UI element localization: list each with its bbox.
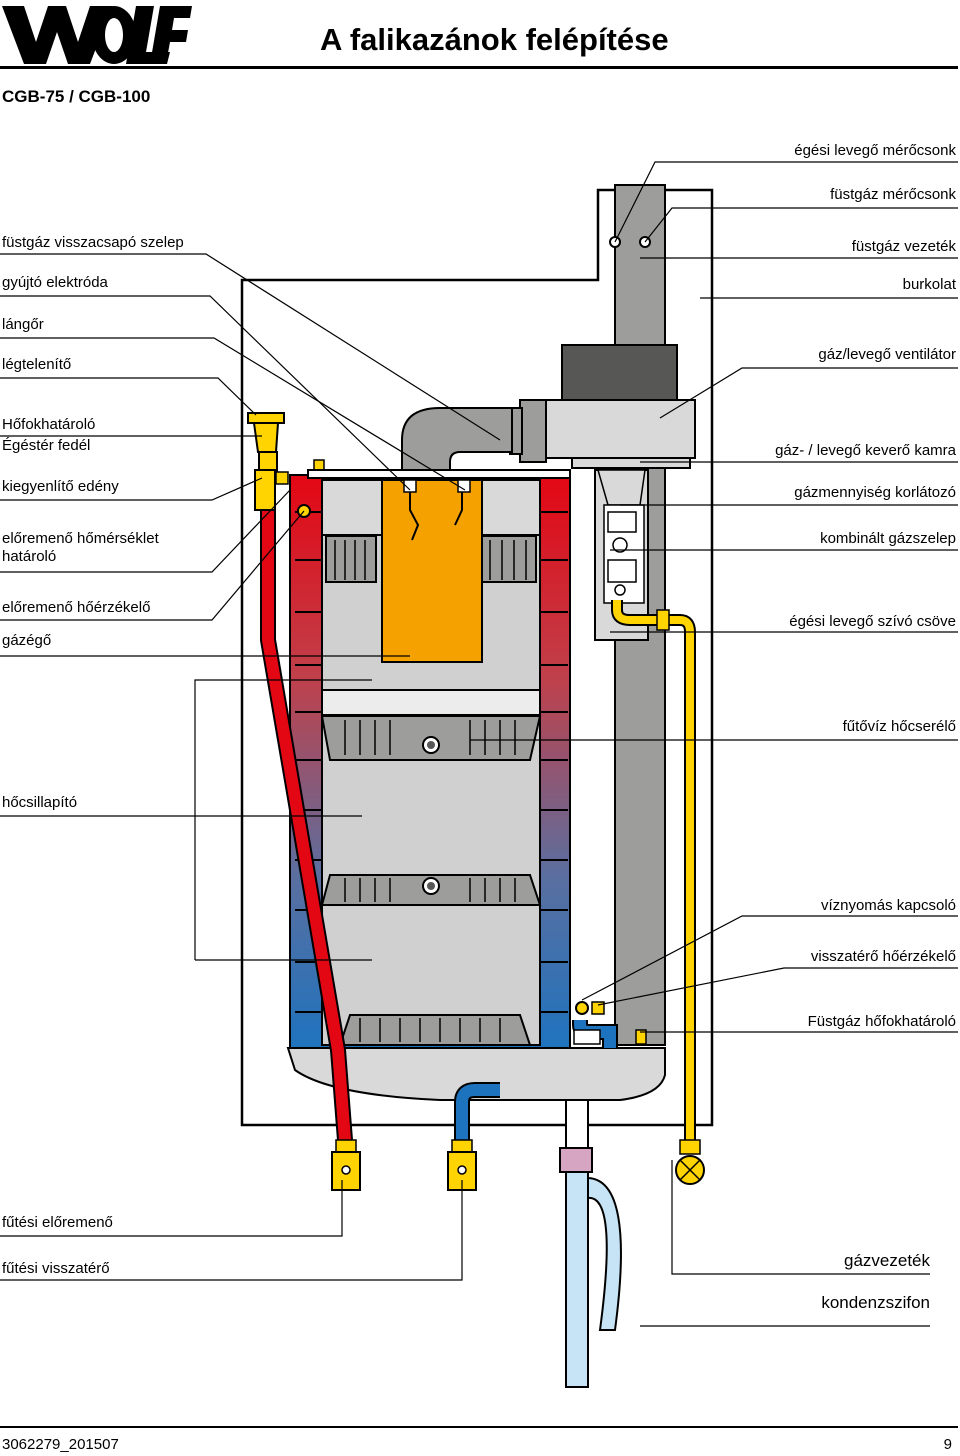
document-number: 3062279_201507 xyxy=(2,1436,119,1453)
label-ignition-electrode: gyújtó elektróda xyxy=(2,274,108,291)
label-heating-return: fűtési visszatérő xyxy=(2,1260,110,1277)
label-flue-thermal-limiter: Füstgáz hőfokhatároló xyxy=(807,1013,956,1030)
label-flame-monitor: lángőr xyxy=(2,316,44,333)
label-return-sensor: visszatérő hőérzékelő xyxy=(810,948,956,965)
footer-divider xyxy=(0,1426,958,1428)
gas-valve-assembly xyxy=(594,469,649,641)
label-flue-gas-test-point: füstgáz mérőcsonk xyxy=(830,186,956,203)
label-gas-flow-restrictor: gázmennyiség korlátozó xyxy=(794,484,956,501)
label-flue-pipe: füstgáz vezeték xyxy=(851,238,956,255)
label-casing: burkolat xyxy=(902,276,956,293)
gas-burner xyxy=(381,479,483,663)
housing-casing xyxy=(240,188,714,1127)
label-condensate-siphon: kondenzszifon xyxy=(821,1293,930,1312)
label-heat-insulator: hőcsillapító xyxy=(2,794,78,811)
label-combustion-chamber-cover: Égéstér fedél xyxy=(2,437,91,454)
label-gas-air-fan: gáz/levegő ventilátor xyxy=(818,346,956,363)
page-title: A falikazánok felépítése xyxy=(320,22,669,57)
condensate-siphon xyxy=(559,1099,622,1388)
label-mixing-chamber: gáz- / levegő keverő kamra xyxy=(775,442,956,459)
label-flow-temperature-limiter: előremenő hőmérséklet határoló xyxy=(2,530,159,565)
label-heat-exchanger: fűtővíz hőcserélő xyxy=(842,718,956,735)
wolf-logo xyxy=(2,6,192,64)
label-heating-flow: fűtési előremenő xyxy=(2,1214,113,1231)
header-divider xyxy=(0,66,958,69)
label-combination-gas-valve: kombinált gázszelep xyxy=(820,530,956,547)
label-combustion-air-test-point: égési levegő mérőcsonk xyxy=(794,142,956,159)
label-gas-burner: gázégő xyxy=(2,632,52,649)
label-thermal-limiter: Hőfokhatároló xyxy=(2,416,96,433)
page-number: 9 xyxy=(943,1436,952,1453)
model-name: CGB-75 / CGB-100 xyxy=(2,87,151,106)
label-expansion-vessel: kiegyenlítő edény xyxy=(2,478,119,495)
gas-air-fan xyxy=(401,344,696,471)
label-flue-check-valve: füstgáz visszacsapó szelep xyxy=(2,234,184,251)
label-air-intake-pipe: égési levegő szívó csöve xyxy=(789,613,956,630)
label-water-pressure-switch: víznyomás kapcsoló xyxy=(820,897,956,914)
gas-pipe xyxy=(611,600,705,1185)
flow-pipe xyxy=(260,470,361,1191)
label-air-vent: légtelenítő xyxy=(2,356,72,373)
condensate-pan xyxy=(286,1047,666,1101)
label-flow-sensor: előremenő hőérzékelő xyxy=(2,599,151,616)
label-gas-line: gázvezeték xyxy=(844,1251,930,1270)
leader-lines xyxy=(0,161,958,1327)
